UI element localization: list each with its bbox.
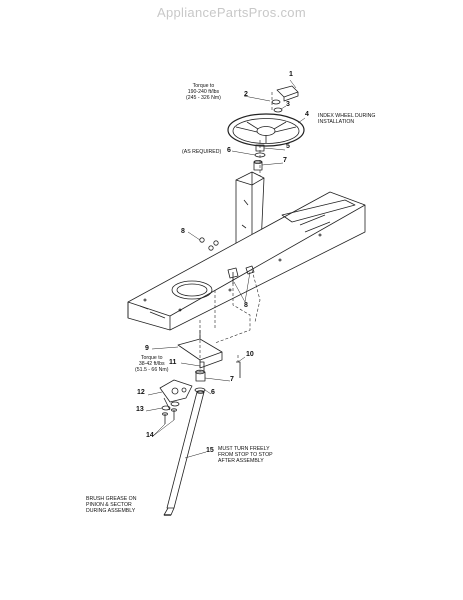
index-wheel-note: INDEX WHEEL DURING INSTALLATION bbox=[318, 113, 376, 126]
leader-lines bbox=[145, 79, 306, 459]
bushing-upper-icon[interactable] bbox=[253, 159, 263, 171]
callout-2: 2 bbox=[244, 91, 248, 98]
callout-14: 14 bbox=[146, 432, 154, 439]
steering-shaft-icon[interactable] bbox=[163, 390, 205, 516]
hex-nut-icon[interactable] bbox=[161, 401, 180, 411]
callout-3: 3 bbox=[286, 101, 290, 108]
bolt-10-icon[interactable] bbox=[236, 361, 241, 378]
carriage-bolt-icon[interactable] bbox=[162, 408, 177, 424]
callout-12: 12 bbox=[137, 389, 145, 396]
callout-5: 5 bbox=[286, 143, 290, 150]
watermark: AppliancePartsPros.com bbox=[157, 5, 306, 20]
mounting-bracket-icon[interactable] bbox=[177, 330, 223, 369]
tractor-frame-icon bbox=[127, 191, 366, 331]
brush-grease-note: BRUSH GREASE ON PINION & SECTOR DURING A… bbox=[86, 496, 137, 515]
torque-note-upper: Torque to 190-240 ft/lbs (245 - 326 Nm) bbox=[186, 83, 221, 102]
callout-10: 10 bbox=[246, 351, 254, 358]
as-required-note: (AS REQUIRED) bbox=[182, 149, 222, 155]
callout-7-lower: 7 bbox=[230, 376, 234, 383]
pinion-gear-icon[interactable] bbox=[159, 379, 193, 411]
callout-7-upper: 7 bbox=[283, 157, 287, 164]
callout-11: 11 bbox=[169, 359, 177, 366]
steering-cap-icon[interactable] bbox=[276, 85, 299, 102]
callout-6-upper: 6 bbox=[227, 147, 231, 154]
washer-icon[interactable] bbox=[273, 107, 283, 113]
callout-4: 4 bbox=[305, 111, 309, 118]
bolt-icon[interactable] bbox=[199, 237, 219, 251]
callout-6-lower: 6 bbox=[211, 389, 215, 396]
callout-9: 9 bbox=[145, 345, 149, 352]
nut-icon[interactable] bbox=[271, 99, 281, 105]
callout-8-left: 8 bbox=[181, 228, 185, 235]
callout-15: 15 bbox=[206, 447, 214, 454]
assembly-centerline bbox=[199, 92, 273, 372]
steering-wheel-icon[interactable] bbox=[227, 113, 305, 147]
turn-freely-note: MUST TURN FREELY FROM STOP TO STOP AFTER… bbox=[218, 446, 273, 465]
torque-note-lower: Torque to 38-42 ft/lbs (51.5 - 66 Nm) bbox=[135, 355, 169, 374]
callout-13: 13 bbox=[136, 406, 144, 413]
callout-1: 1 bbox=[289, 71, 293, 78]
callout-8-center: 8 bbox=[244, 302, 248, 309]
